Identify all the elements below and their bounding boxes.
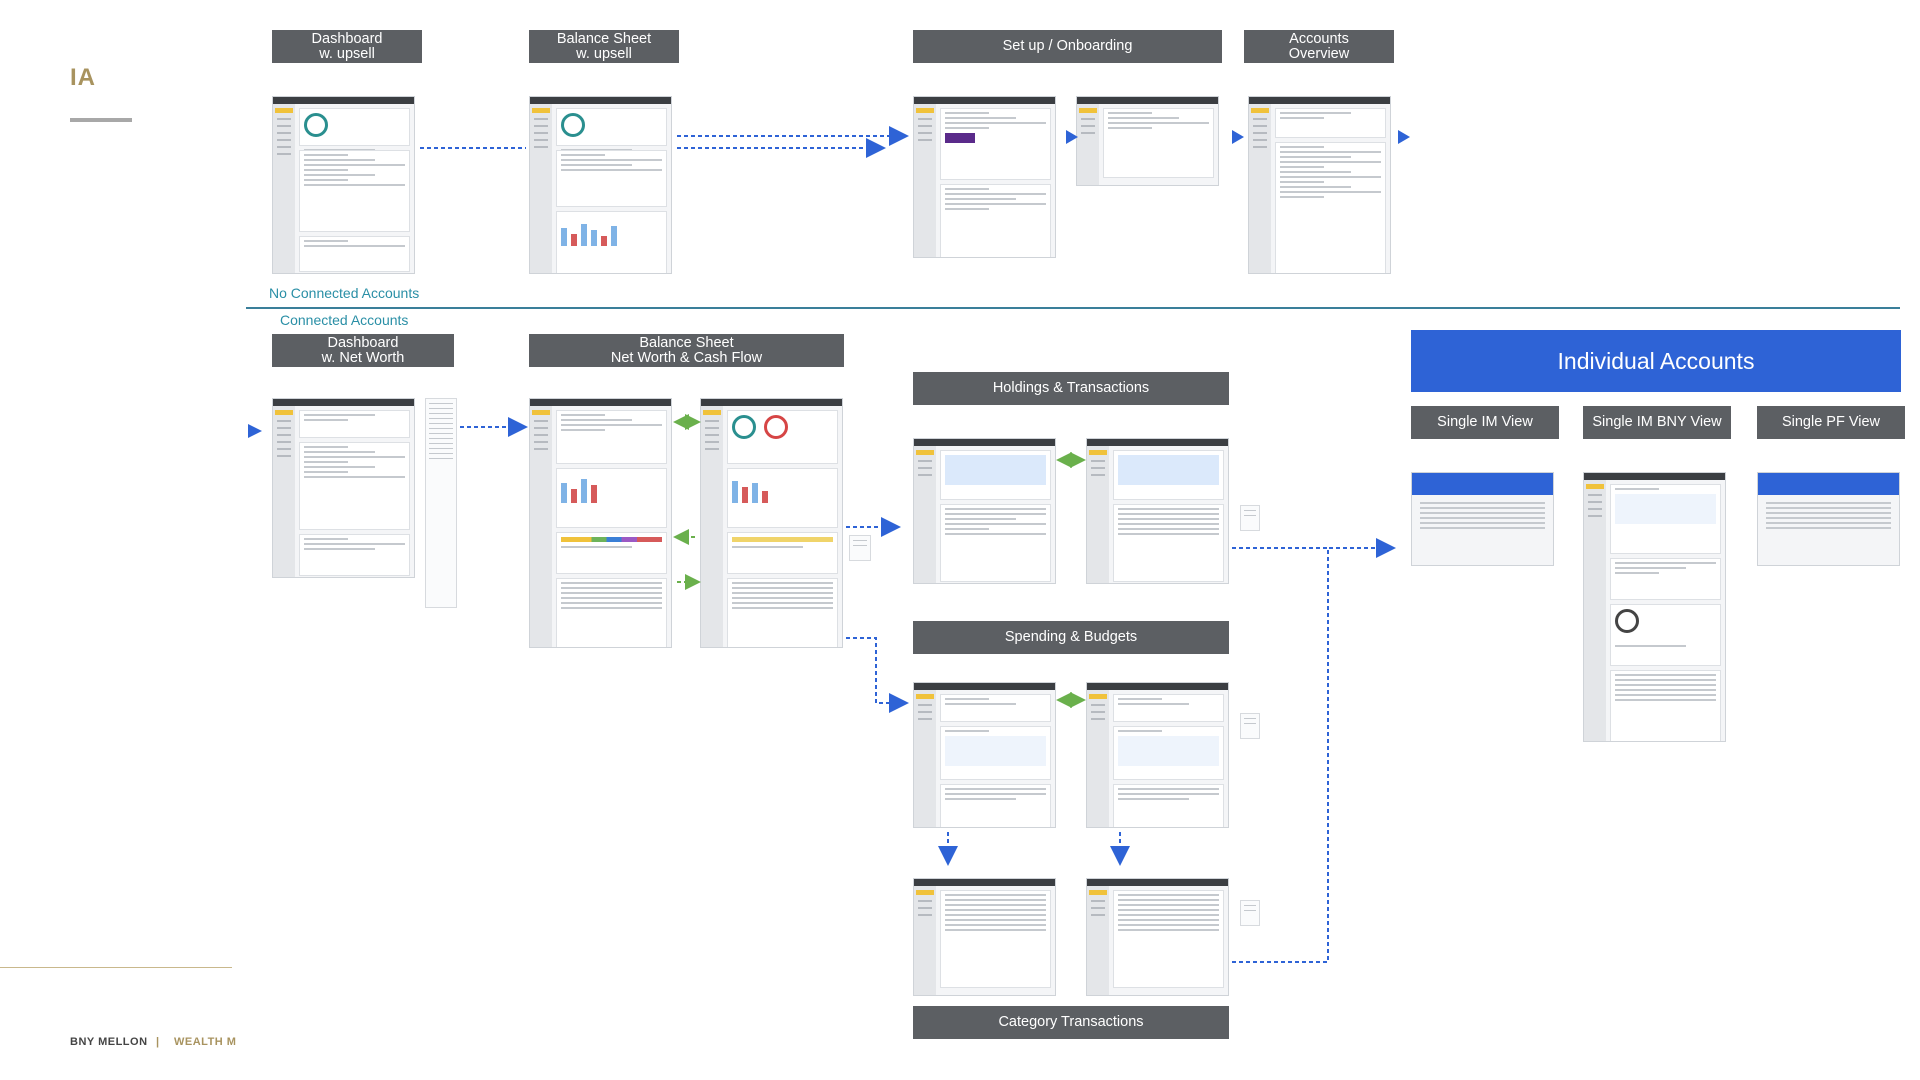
label-single-im-bny: Single IM BNY View (1583, 406, 1731, 439)
thumb-dashboard-networth[interactable] (272, 398, 415, 578)
section-label-connected: Connected Accounts (280, 312, 409, 328)
label-balance-networth: Balance Sheet Net Worth & Cash Flow (529, 334, 844, 367)
thumb-dashboard-upsell[interactable] (272, 96, 415, 274)
title-underline (70, 118, 132, 122)
popup-mini-1 (849, 535, 871, 561)
label-accounts-overview: Accounts Overview (1244, 30, 1394, 63)
label-single-pf: Single PF View (1757, 406, 1905, 439)
label-category-transactions: Category Transactions (913, 1006, 1229, 1039)
thumb-transactions[interactable] (1086, 438, 1229, 584)
thumb-category-1[interactable] (913, 878, 1056, 996)
footer-separator: | (156, 1036, 160, 1048)
thumb-dashboard-mobile[interactable] (425, 398, 457, 608)
thumb-budgets[interactable] (1086, 682, 1229, 828)
thumb-holdings[interactable] (913, 438, 1056, 584)
popup-mini-2 (1240, 505, 1260, 531)
footer-brand: BNY MELLON (70, 1036, 148, 1048)
section-label-no-connected: No Connected Accounts (269, 285, 420, 301)
popup-mini-4 (1240, 900, 1260, 926)
footer-unit: WEALTH M (174, 1036, 237, 1048)
label-holdings-transactions: Holdings & Transactions (913, 372, 1229, 405)
thumb-single-pf[interactable] (1757, 472, 1900, 566)
thumb-balance-upsell[interactable] (529, 96, 672, 274)
footer-rule (0, 967, 232, 968)
thumb-single-im-bny[interactable] (1583, 472, 1726, 742)
label-balance-upsell: Balance Sheet w. upsell (529, 30, 679, 63)
thumb-setup-2[interactable] (1076, 96, 1219, 186)
section-divider (246, 307, 1900, 309)
page-title: IA (70, 64, 96, 91)
thumb-cash-flow[interactable] (700, 398, 843, 648)
thumb-single-im[interactable] (1411, 472, 1554, 566)
label-dashboard-networth: Dashboard w. Net Worth (272, 334, 454, 367)
label-dashboard-upsell: Dashboard w. upsell (272, 30, 422, 63)
label-individual-accounts: Individual Accounts (1411, 330, 1901, 392)
thumb-accounts-overview[interactable] (1248, 96, 1391, 274)
popup-mini-3 (1240, 713, 1260, 739)
thumb-setup-1[interactable] (913, 96, 1056, 258)
thumb-spending[interactable] (913, 682, 1056, 828)
label-spending-budgets: Spending & Budgets (913, 621, 1229, 654)
label-single-im: Single IM View (1411, 406, 1559, 439)
thumb-balance-networth[interactable] (529, 398, 672, 648)
thumb-category-2[interactable] (1086, 878, 1229, 996)
label-setup-onboarding: Set up / Onboarding (913, 30, 1222, 63)
